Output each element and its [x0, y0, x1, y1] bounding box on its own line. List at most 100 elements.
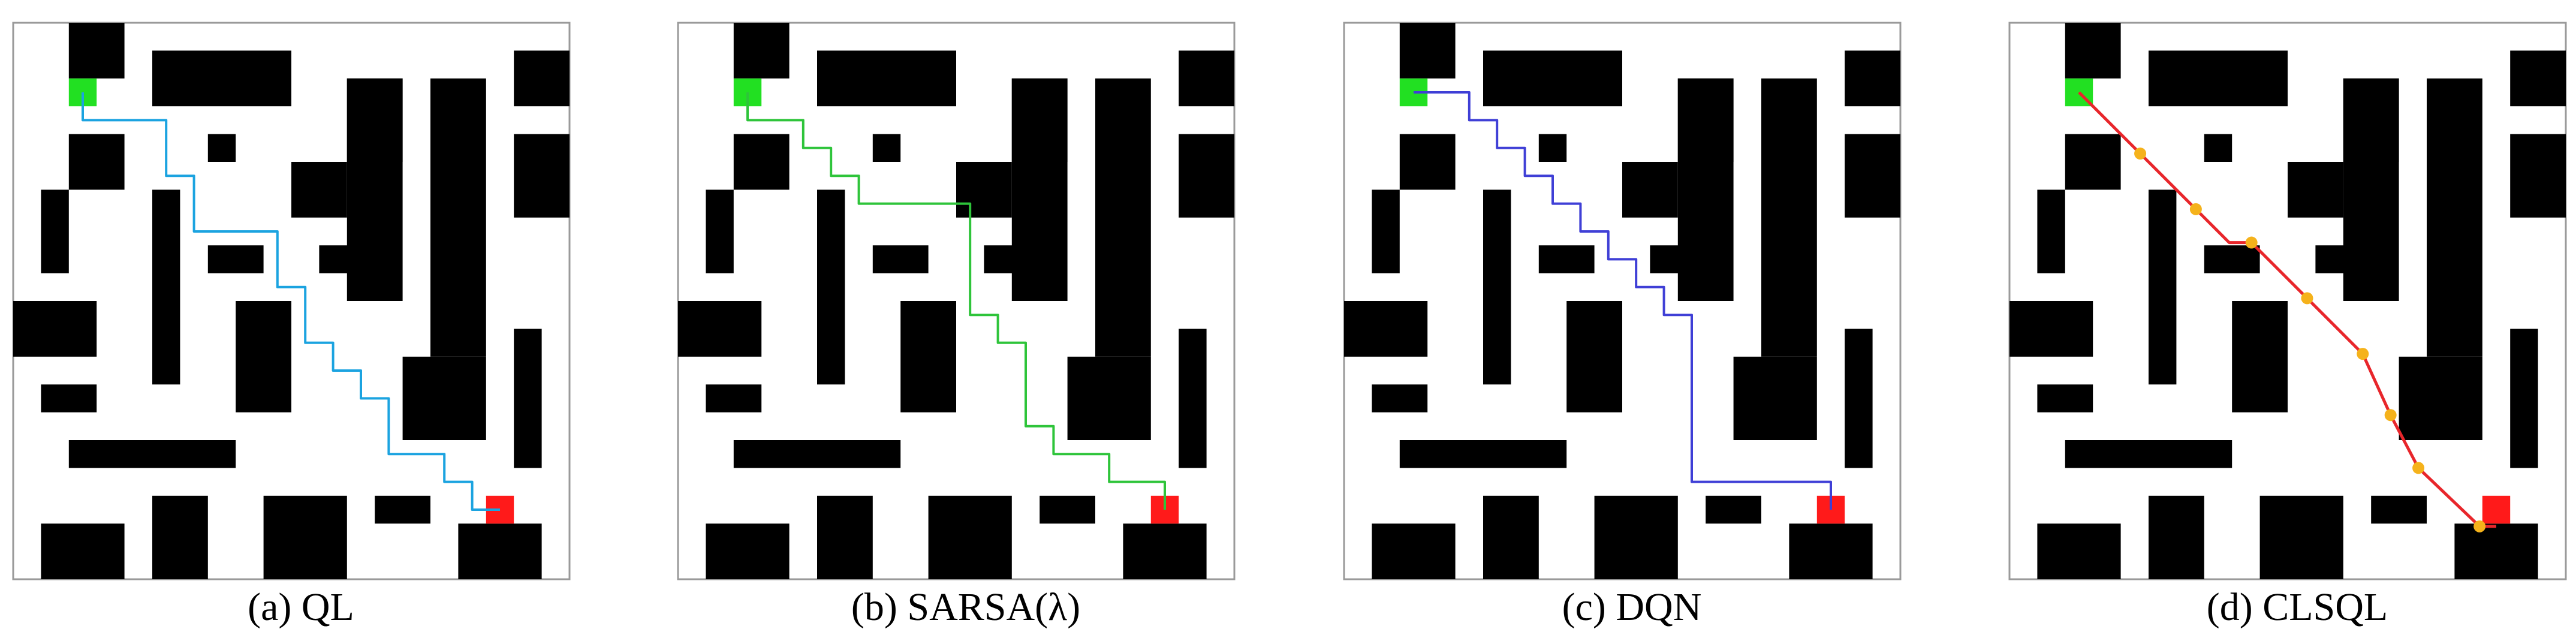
obstacle: [1761, 78, 1817, 357]
obstacle: [1067, 356, 1151, 440]
panel-clsql: (d) CLSQL: [2008, 0, 2576, 641]
obstacle: [207, 245, 264, 273]
obstacle: [2149, 50, 2288, 107]
panel-sarsa: (b) SARSA(λ): [677, 0, 1254, 641]
obstacle: [1483, 495, 1539, 579]
waypoint: [2473, 520, 2486, 532]
obstacle: [984, 245, 1040, 273]
obstacle: [236, 301, 291, 413]
obstacle: [1483, 50, 1622, 107]
obstacle: [1538, 245, 1595, 273]
obstacle: [1845, 134, 1900, 218]
obstacle: [68, 23, 125, 79]
grid-map: [1343, 22, 1902, 580]
waypoint: [2384, 409, 2397, 422]
obstacle: [2204, 134, 2232, 162]
obstacle: [2454, 523, 2538, 579]
waypoint: [2189, 203, 2202, 215]
obstacle: [817, 50, 956, 107]
obstacle: [41, 189, 69, 273]
obstacle: [41, 523, 125, 579]
obstacle: [1845, 50, 1900, 107]
obstacle: [1733, 356, 1817, 440]
obstacle: [402, 356, 486, 440]
obstacle: [1179, 50, 1234, 107]
obstacle: [2315, 245, 2372, 273]
obstacle: [2288, 162, 2343, 218]
obstacle: [1011, 78, 1068, 162]
goal-cell: [2482, 495, 2511, 524]
obstacle: [1040, 495, 1095, 524]
panel-ql: (a) QL: [12, 0, 589, 641]
obstacle: [2065, 134, 2121, 190]
obstacle: [2009, 301, 2093, 357]
obstacle: [1372, 384, 1428, 413]
grid-map: [677, 22, 1236, 580]
obstacle: [514, 50, 570, 107]
obstacle: [68, 440, 236, 468]
obstacle: [291, 162, 347, 218]
obstacle: [347, 78, 403, 162]
obstacle: [2149, 189, 2177, 385]
obstacle: [706, 384, 762, 413]
panel-caption: (b) SARSA(λ): [851, 585, 1081, 629]
obstacle: [2037, 189, 2065, 273]
grid-map: [2008, 22, 2567, 580]
obstacle: [1372, 523, 1456, 579]
obstacle: [207, 134, 236, 162]
obstacle: [2427, 78, 2482, 357]
obstacle: [41, 384, 97, 413]
obstacle: [1677, 78, 1734, 162]
obstacle: [2510, 329, 2538, 468]
waypoint: [2357, 348, 2369, 360]
obstacle: [817, 495, 873, 579]
obstacle: [152, 189, 180, 385]
obstacle: [458, 523, 542, 579]
obstacle: [514, 329, 542, 468]
obstacle: [2371, 495, 2427, 524]
obstacle: [733, 23, 790, 79]
obstacle: [678, 301, 762, 357]
obstacle: [1179, 134, 1234, 218]
obstacle: [1594, 495, 1678, 579]
panel-caption: (c) DQN: [1562, 585, 1702, 629]
obstacle: [2343, 78, 2399, 162]
obstacle: [1845, 329, 1873, 468]
obstacle: [2510, 50, 2566, 107]
obstacle: [2204, 245, 2260, 273]
obstacle: [2149, 495, 2204, 579]
panel-caption: (d) CLSQL: [2206, 585, 2388, 629]
obstacle: [2259, 495, 2343, 579]
obstacle: [13, 301, 97, 357]
grid-map: [12, 22, 571, 580]
path-line: [1414, 91, 1832, 510]
obstacle: [152, 495, 208, 579]
obstacle: [733, 440, 901, 468]
obstacle: [956, 162, 1012, 218]
obstacle: [1483, 189, 1511, 385]
waypoint: [2134, 148, 2147, 160]
obstacle: [1399, 23, 1456, 79]
obstacle: [1538, 134, 1567, 162]
obstacle: [1372, 189, 1400, 273]
obstacle: [1344, 301, 1428, 357]
obstacle: [2037, 523, 2121, 579]
obstacle: [872, 245, 929, 273]
obstacle: [152, 50, 291, 107]
obstacle: [900, 301, 956, 413]
waypoint: [2245, 236, 2258, 249]
obstacle: [706, 523, 790, 579]
obstacle: [263, 495, 347, 579]
path-line: [82, 92, 500, 511]
panel-dqn: (c) DQN: [1343, 0, 1920, 641]
obstacle: [1706, 495, 1761, 524]
obstacle: [2510, 134, 2566, 218]
obstacle: [430, 78, 486, 357]
obstacle: [68, 134, 125, 190]
waypoint: [2412, 462, 2425, 474]
obstacle: [1789, 523, 1873, 579]
obstacle: [1650, 245, 1706, 273]
panel-caption: (a) QL: [248, 585, 354, 629]
obstacle: [2037, 384, 2093, 413]
